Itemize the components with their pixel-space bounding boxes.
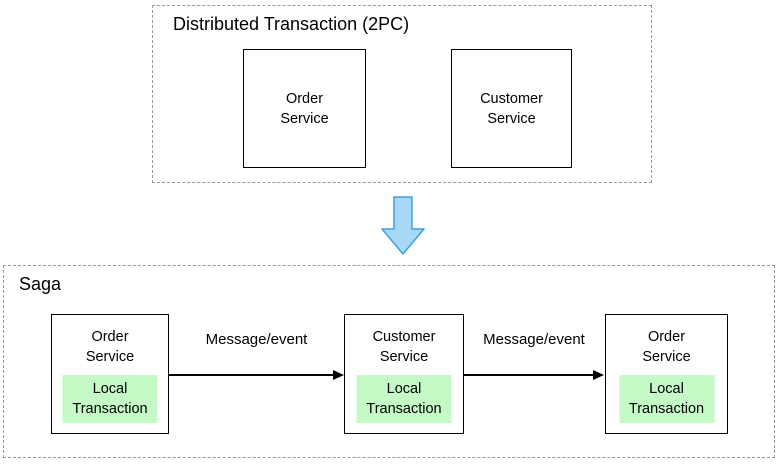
edge-label: Message/event (483, 331, 585, 348)
local-transaction-label: Local Transaction (366, 381, 442, 417)
node-label: Order Service (85, 329, 135, 365)
node-label: Order Service (280, 90, 329, 127)
saga-title: Saga (19, 274, 62, 294)
local-transaction-box: Local Transaction (619, 375, 714, 423)
node-label: Customer Service (480, 90, 543, 127)
down-arrow-icon (381, 196, 425, 255)
node-order-service-1: Order Service Local Transaction (51, 314, 169, 434)
edge-line (169, 374, 335, 376)
edge-label: Message/event (205, 331, 308, 348)
local-transaction-box: Local Transaction (62, 375, 158, 423)
node-order-service: Order Service (243, 49, 366, 168)
local-transaction-box: Local Transaction (356, 375, 452, 423)
arrowhead-icon (593, 370, 604, 380)
arrowhead-icon (333, 370, 344, 380)
node-label: Order Service (642, 329, 691, 365)
node-customer-service: Customer Service (451, 49, 572, 168)
down-arrow-shape (381, 196, 425, 255)
node-customer-service: Customer Service Local Transaction (344, 314, 464, 434)
distributed-transaction-group: Distributed Transaction (2PC) Order Serv… (152, 5, 652, 183)
node-label: Customer Service (372, 329, 436, 365)
local-transaction-label: Local Transaction (72, 381, 148, 417)
message-event-arrow-1 (169, 369, 344, 381)
local-transaction-label: Local Transaction (628, 381, 705, 417)
saga-group: Saga Order Service Local Transaction Cus… (3, 265, 775, 458)
edge-line (464, 374, 595, 376)
message-event-arrow-2 (464, 369, 604, 381)
node-order-service-2: Order Service Local Transaction (605, 314, 728, 434)
distributed-transaction-title: Distributed Transaction (2PC) (173, 14, 410, 34)
